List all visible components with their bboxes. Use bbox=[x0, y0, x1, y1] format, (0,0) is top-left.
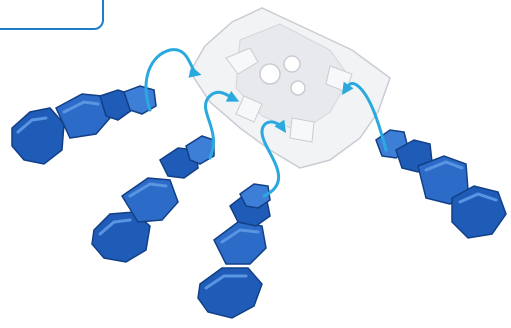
blue-peg-2 bbox=[92, 136, 214, 262]
hub-hole-3 bbox=[291, 81, 305, 95]
hub-hole-2 bbox=[284, 56, 300, 72]
blue-peg-1 bbox=[12, 86, 156, 164]
hub-slot-bottom bbox=[290, 118, 314, 142]
blue-peg-3 bbox=[198, 184, 270, 318]
hub-hole-1 bbox=[260, 64, 280, 84]
blue-peg-4 bbox=[376, 130, 506, 238]
